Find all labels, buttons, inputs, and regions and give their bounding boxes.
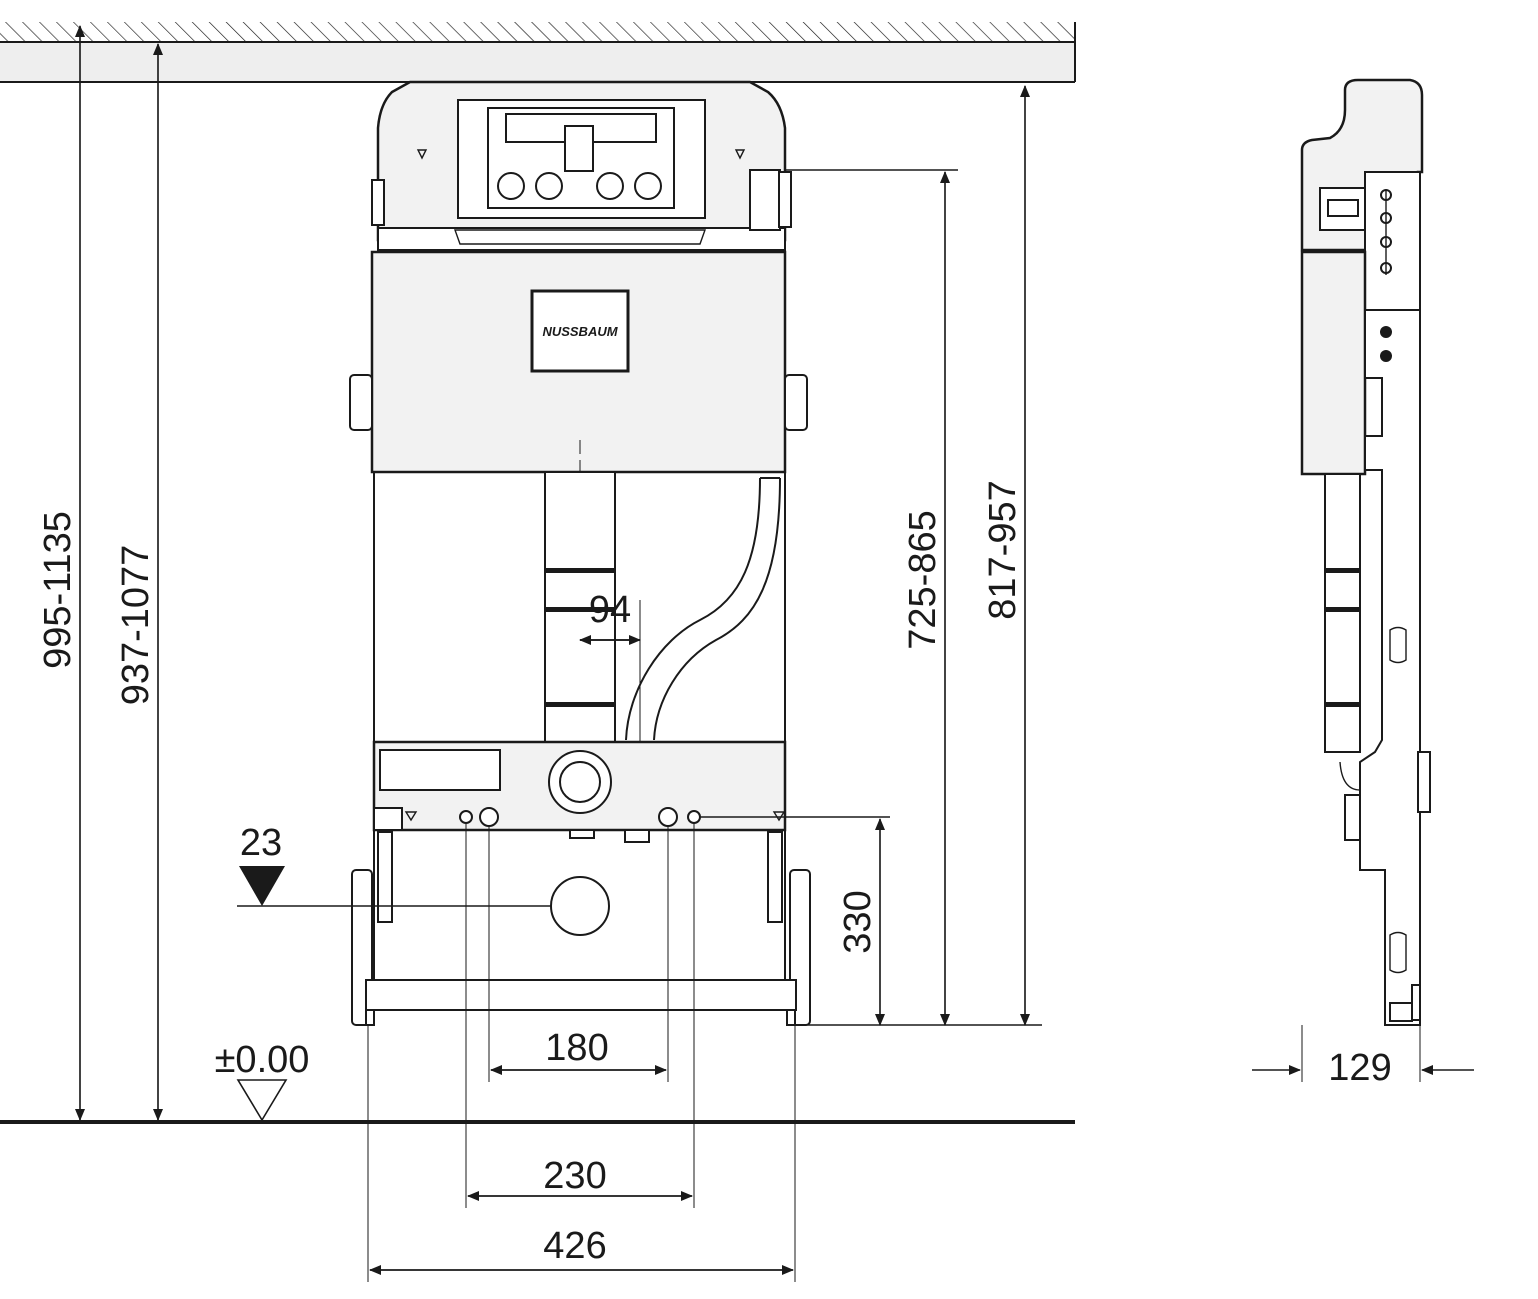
- bottom-plate: [372, 740, 787, 843]
- dim-text-inner-spacing: 180: [545, 1027, 608, 1069]
- dimension-outer-spacing: 230: [465, 823, 695, 1208]
- dimension-total-height: 995-1135: [37, 25, 85, 1121]
- dimension-pipe-offset: 94: [579, 589, 641, 742]
- dim-text-outer-spacing: 230: [543, 1155, 606, 1197]
- hose: [625, 477, 781, 741]
- dim-text-flush-height: 817-957: [982, 480, 1024, 619]
- floor-level-marker: ±0.00: [215, 1039, 310, 1122]
- dim-text-drain: 23: [240, 822, 282, 864]
- ceiling: [0, 22, 1076, 83]
- dim-text-side-depth: 129: [1328, 1047, 1391, 1089]
- dim-text-frame-height: 937-1077: [115, 545, 157, 706]
- dimension-frame-height: 937-1077: [115, 43, 163, 1121]
- dimension-inner-spacing: 180: [488, 826, 669, 1082]
- dimension-side-depth: 129: [1252, 1025, 1474, 1089]
- drain-marker: 23: [237, 822, 551, 907]
- frame-feet: [351, 831, 811, 1026]
- dim-text-cistern-height: 725-865: [902, 510, 944, 649]
- dim-text-floor-level: ±0.00: [215, 1039, 310, 1081]
- dimension-frame-width: 426: [367, 1025, 796, 1282]
- dimension-flush-height: 817-957: [800, 85, 1042, 1026]
- dimension-connection-height: 330: [700, 816, 890, 1026]
- dim-text-total-height: 995-1135: [37, 511, 79, 669]
- brand-logo: [530, 289, 630, 373]
- frame-uprights: [373, 472, 786, 1000]
- dim-text-connection-height: 330: [837, 890, 879, 953]
- dim-text-frame-width: 426: [543, 1225, 606, 1267]
- cistern-box: NUSSBAUM: [349, 250, 808, 640]
- front-view: NUSSBAUM: [349, 80, 811, 1026]
- top-module: [371, 80, 792, 251]
- dim-text-pipe-offset: 94: [589, 589, 631, 631]
- brand-logo-text: NUSSBAUM: [542, 324, 618, 339]
- flush-pipe: [544, 471, 616, 743]
- side-view: [1300, 78, 1431, 1026]
- dimension-cistern-height: 725-865: [785, 169, 958, 1026]
